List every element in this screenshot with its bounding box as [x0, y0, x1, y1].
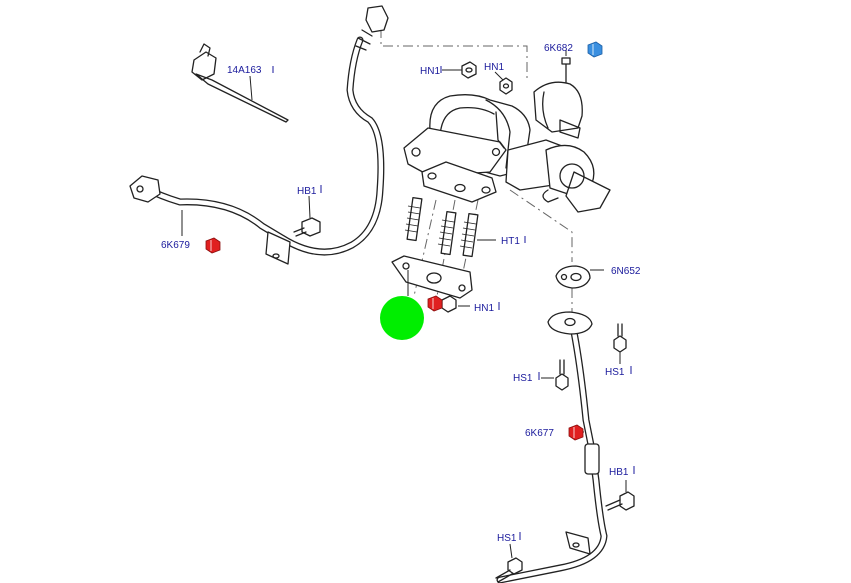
label-6k677[interactable]: 6K677 — [525, 428, 554, 439]
label-hb1-left[interactable]: HB1 — [297, 186, 317, 197]
blue-part-icon[interactable] — [587, 41, 603, 58]
turbo-gasket[interactable] — [391, 255, 473, 299]
part-labels: 14A163 6K682 HN1 HN1 HB1 6K679 HT1 6N652… — [161, 43, 641, 544]
label-hn1-top-left[interactable]: HN1 — [420, 66, 440, 77]
studs-ht1[interactable] — [404, 196, 479, 258]
bolt-hs1-right[interactable] — [613, 323, 627, 353]
lower-oil-pipe[interactable] — [496, 311, 608, 583]
label-6n652[interactable]: 6N652 — [611, 266, 641, 277]
red-part-icon-6k677[interactable] — [568, 424, 584, 441]
label-hs1-right[interactable]: HS1 — [605, 367, 625, 378]
turbocharger[interactable] — [403, 57, 611, 213]
nut-hn1-top-right[interactable] — [499, 77, 513, 95]
nut-hn1-mid[interactable] — [441, 295, 457, 313]
label-hn1-top-right[interactable]: HN1 — [484, 62, 504, 73]
label-hs1-left[interactable]: HS1 — [513, 373, 533, 384]
bolt-hs1-bottom[interactable] — [495, 557, 523, 583]
gasket-6n652[interactable] — [555, 265, 591, 289]
highlight-circle — [380, 296, 424, 340]
label-hs1-bottom[interactable]: HS1 — [497, 533, 517, 544]
red-part-icon-6k679[interactable] — [205, 237, 221, 254]
label-ht1[interactable]: HT1 — [501, 236, 520, 247]
label-hb1-right[interactable]: HB1 — [609, 467, 629, 478]
label-hn1-mid[interactable]: HN1 — [474, 303, 494, 314]
label-6k679[interactable]: 6K679 — [161, 240, 190, 251]
bolt-hs1-left[interactable] — [555, 359, 569, 391]
bolt-hb1-left[interactable] — [293, 217, 321, 237]
upper-return-pipe[interactable] — [129, 5, 389, 265]
nut-hn1-top-left[interactable] — [461, 61, 477, 79]
label-6k682[interactable]: 6K682 — [544, 43, 573, 54]
sensor-wire-assembly[interactable] — [191, 43, 289, 123]
red-part-icon-hn1[interactable] — [427, 295, 443, 312]
bolt-hb1-right[interactable] — [605, 491, 635, 511]
label-14a163[interactable]: 14A163 — [227, 65, 262, 76]
